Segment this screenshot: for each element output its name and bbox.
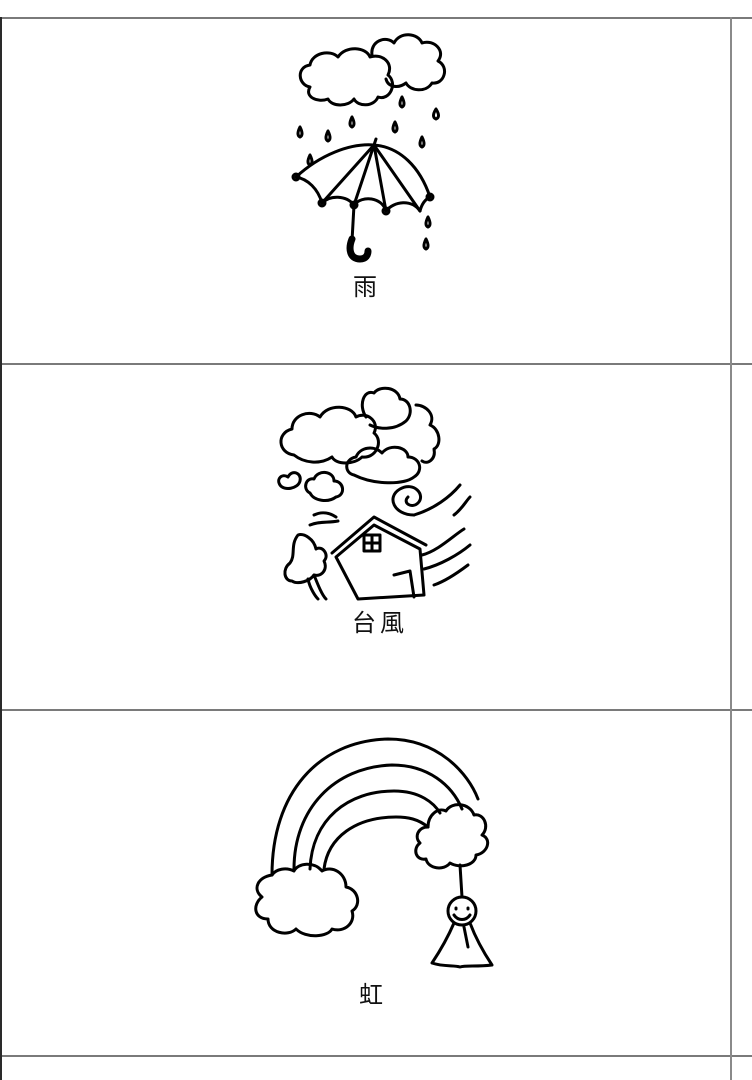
typhoon-house-icon: [277, 386, 472, 601]
card-rainbow: 虹: [2, 711, 730, 1055]
grid-border-right: [730, 17, 732, 1080]
card-label: 虹: [359, 981, 387, 1009]
grid-line-top: [0, 17, 752, 19]
card-label: 雨: [353, 273, 381, 301]
card-rain: 雨: [2, 19, 730, 363]
grid-line-1: [0, 363, 752, 365]
grid-line-bottom: [0, 1055, 752, 1057]
rain-umbrella-icon: [291, 33, 447, 263]
card-label: 台風: [352, 609, 408, 637]
grid-line-2: [0, 709, 752, 711]
card-typhoon: 台風: [2, 365, 730, 709]
grid-border-left: [0, 17, 2, 1080]
rainbow-teruteru-icon: [254, 737, 494, 969]
